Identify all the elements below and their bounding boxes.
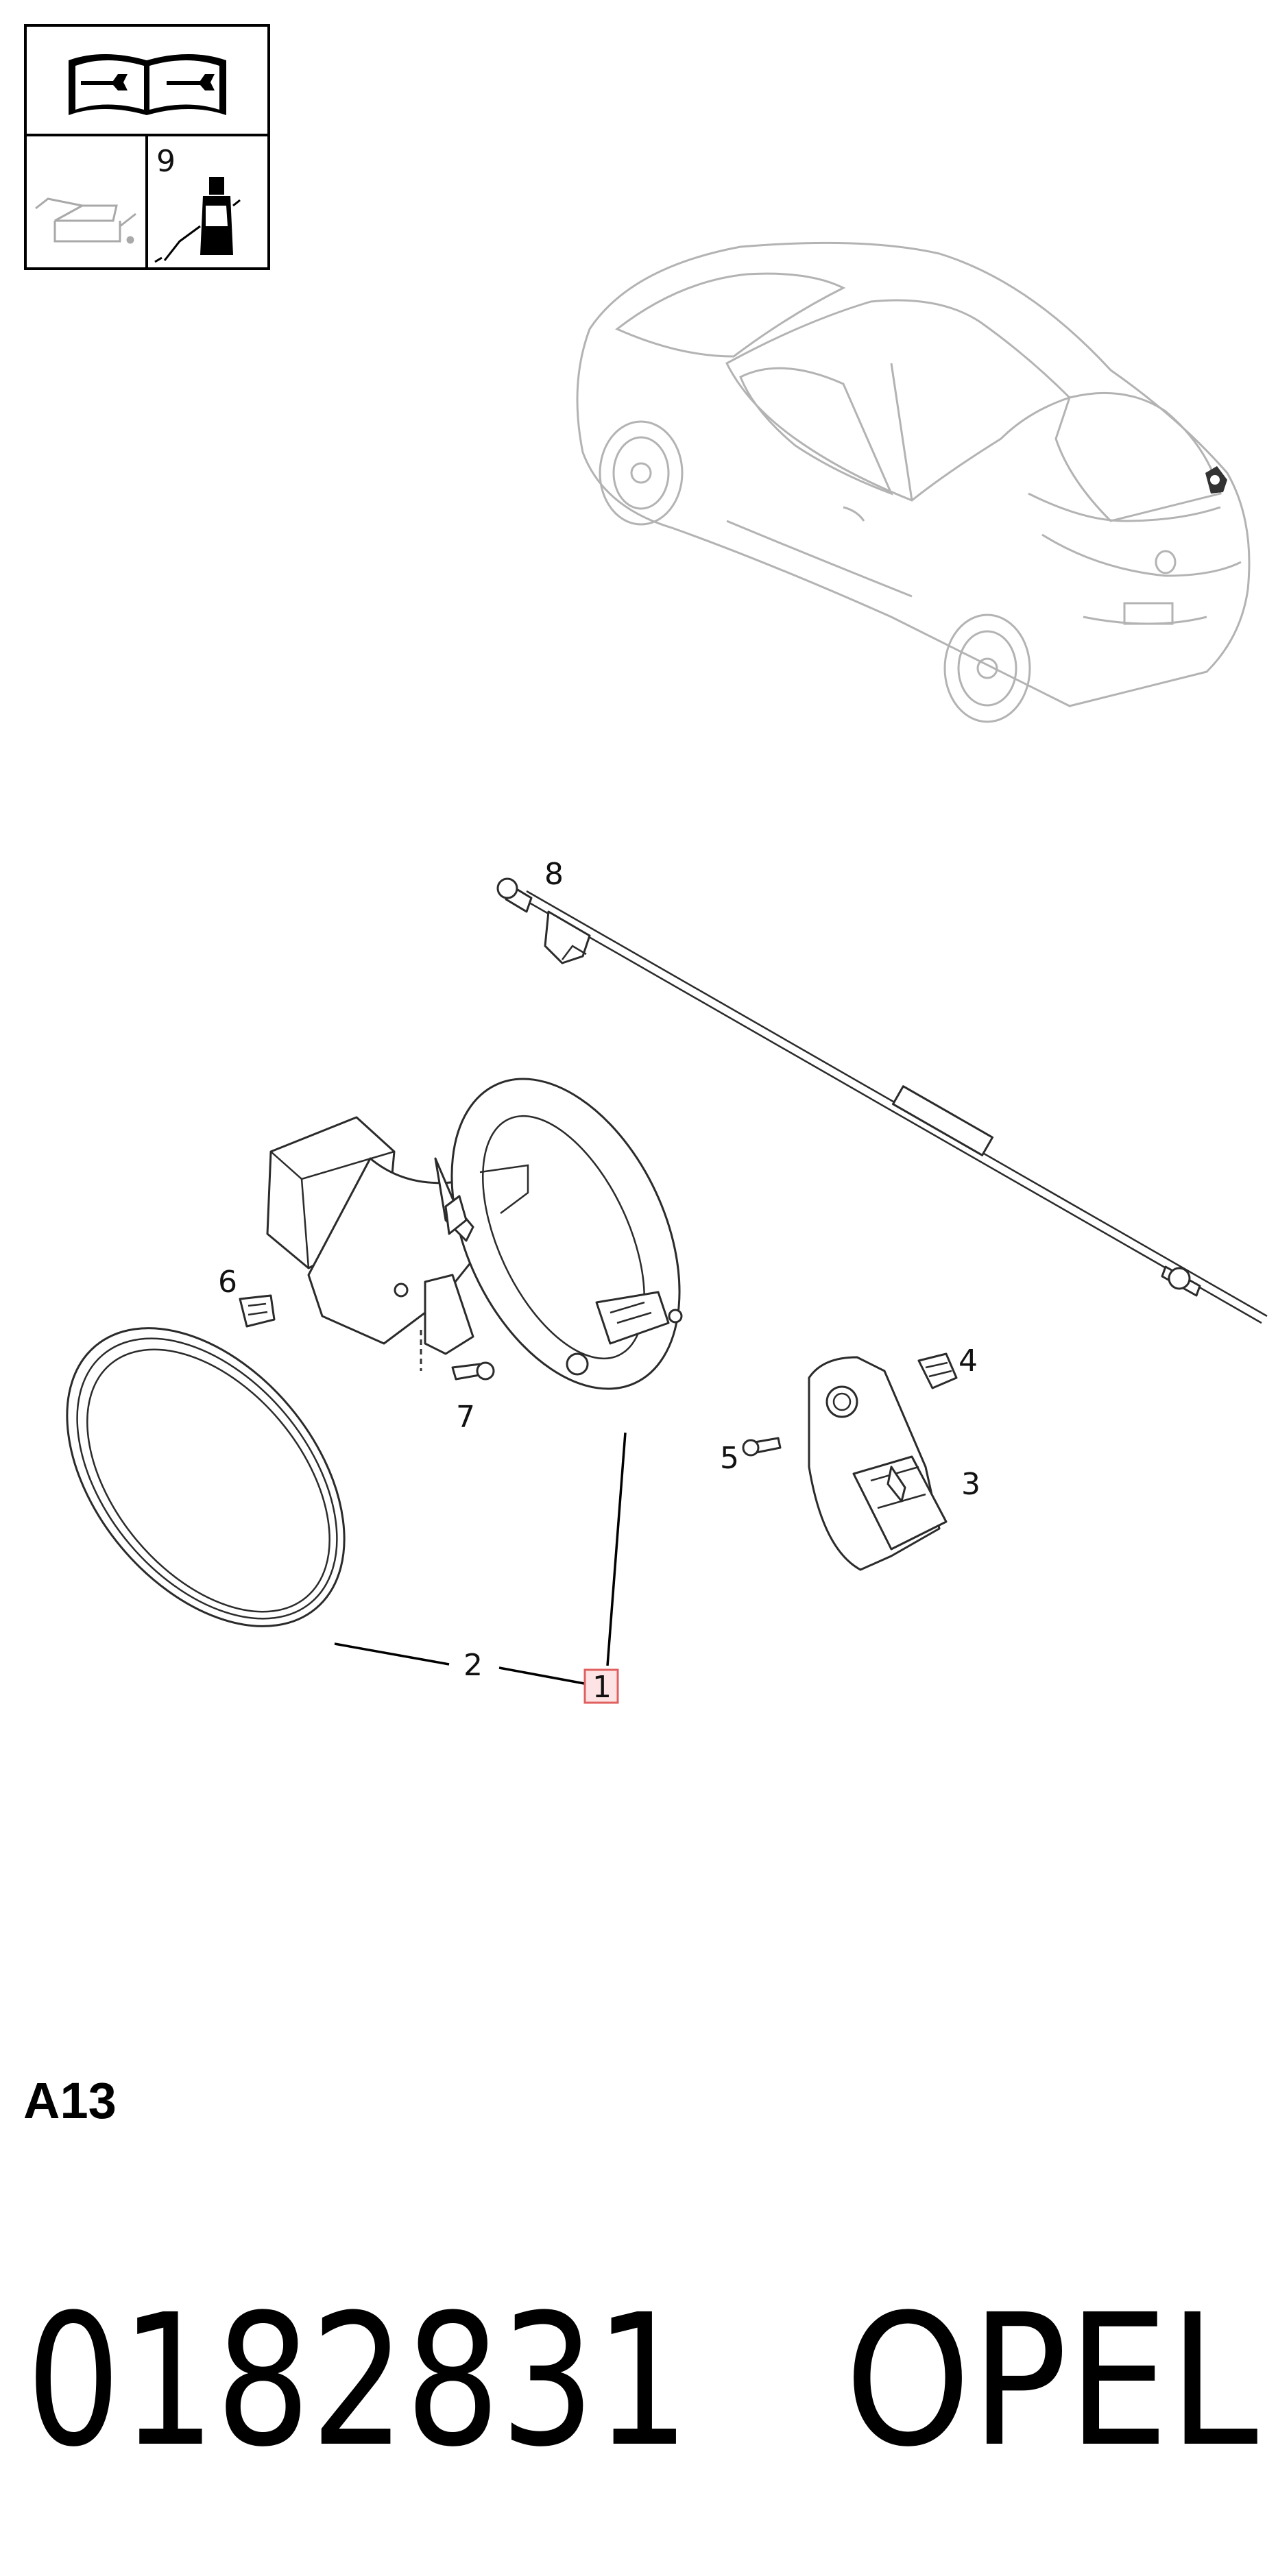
footer-part-number: 0182831 (26, 2276, 690, 2487)
legend-box: 9 (24, 24, 270, 270)
hatchback-car-icon (576, 241, 1251, 723)
callout-1-highlight-border (583, 1668, 619, 1704)
legend-callout-9: 9 (156, 144, 176, 179)
seal-ring (66, 1327, 346, 1627)
lock-bracket-part-3 (808, 1356, 948, 1571)
callout-7: 7 (456, 1400, 475, 1435)
callout-3: 3 (961, 1467, 980, 1502)
callout-2: 2 (463, 1648, 483, 1683)
footer-brand: OPEL (845, 2276, 1259, 2487)
manual-book-wrench-icon (69, 54, 226, 115)
clip-part-4 (917, 1352, 958, 1389)
screw-part-7 (420, 1330, 495, 1381)
callout-6: 6 (218, 1265, 237, 1300)
callout-8: 8 (544, 857, 564, 892)
leader-lines (334, 1432, 627, 1685)
callout-5: 5 (720, 1441, 739, 1476)
section-code: A13 (23, 2072, 117, 2129)
callout-1-highlight-box (585, 1670, 618, 1703)
clip-part-6 (239, 1294, 276, 1328)
grease-tube-icon (154, 177, 241, 263)
release-cable (496, 877, 1268, 1324)
callout-4: 4 (958, 1344, 978, 1378)
callout-1: 1 (592, 1670, 612, 1705)
filler-housing (266, 1078, 683, 1390)
oil-can-icon (35, 197, 136, 244)
screw-part-5 (742, 1437, 782, 1457)
